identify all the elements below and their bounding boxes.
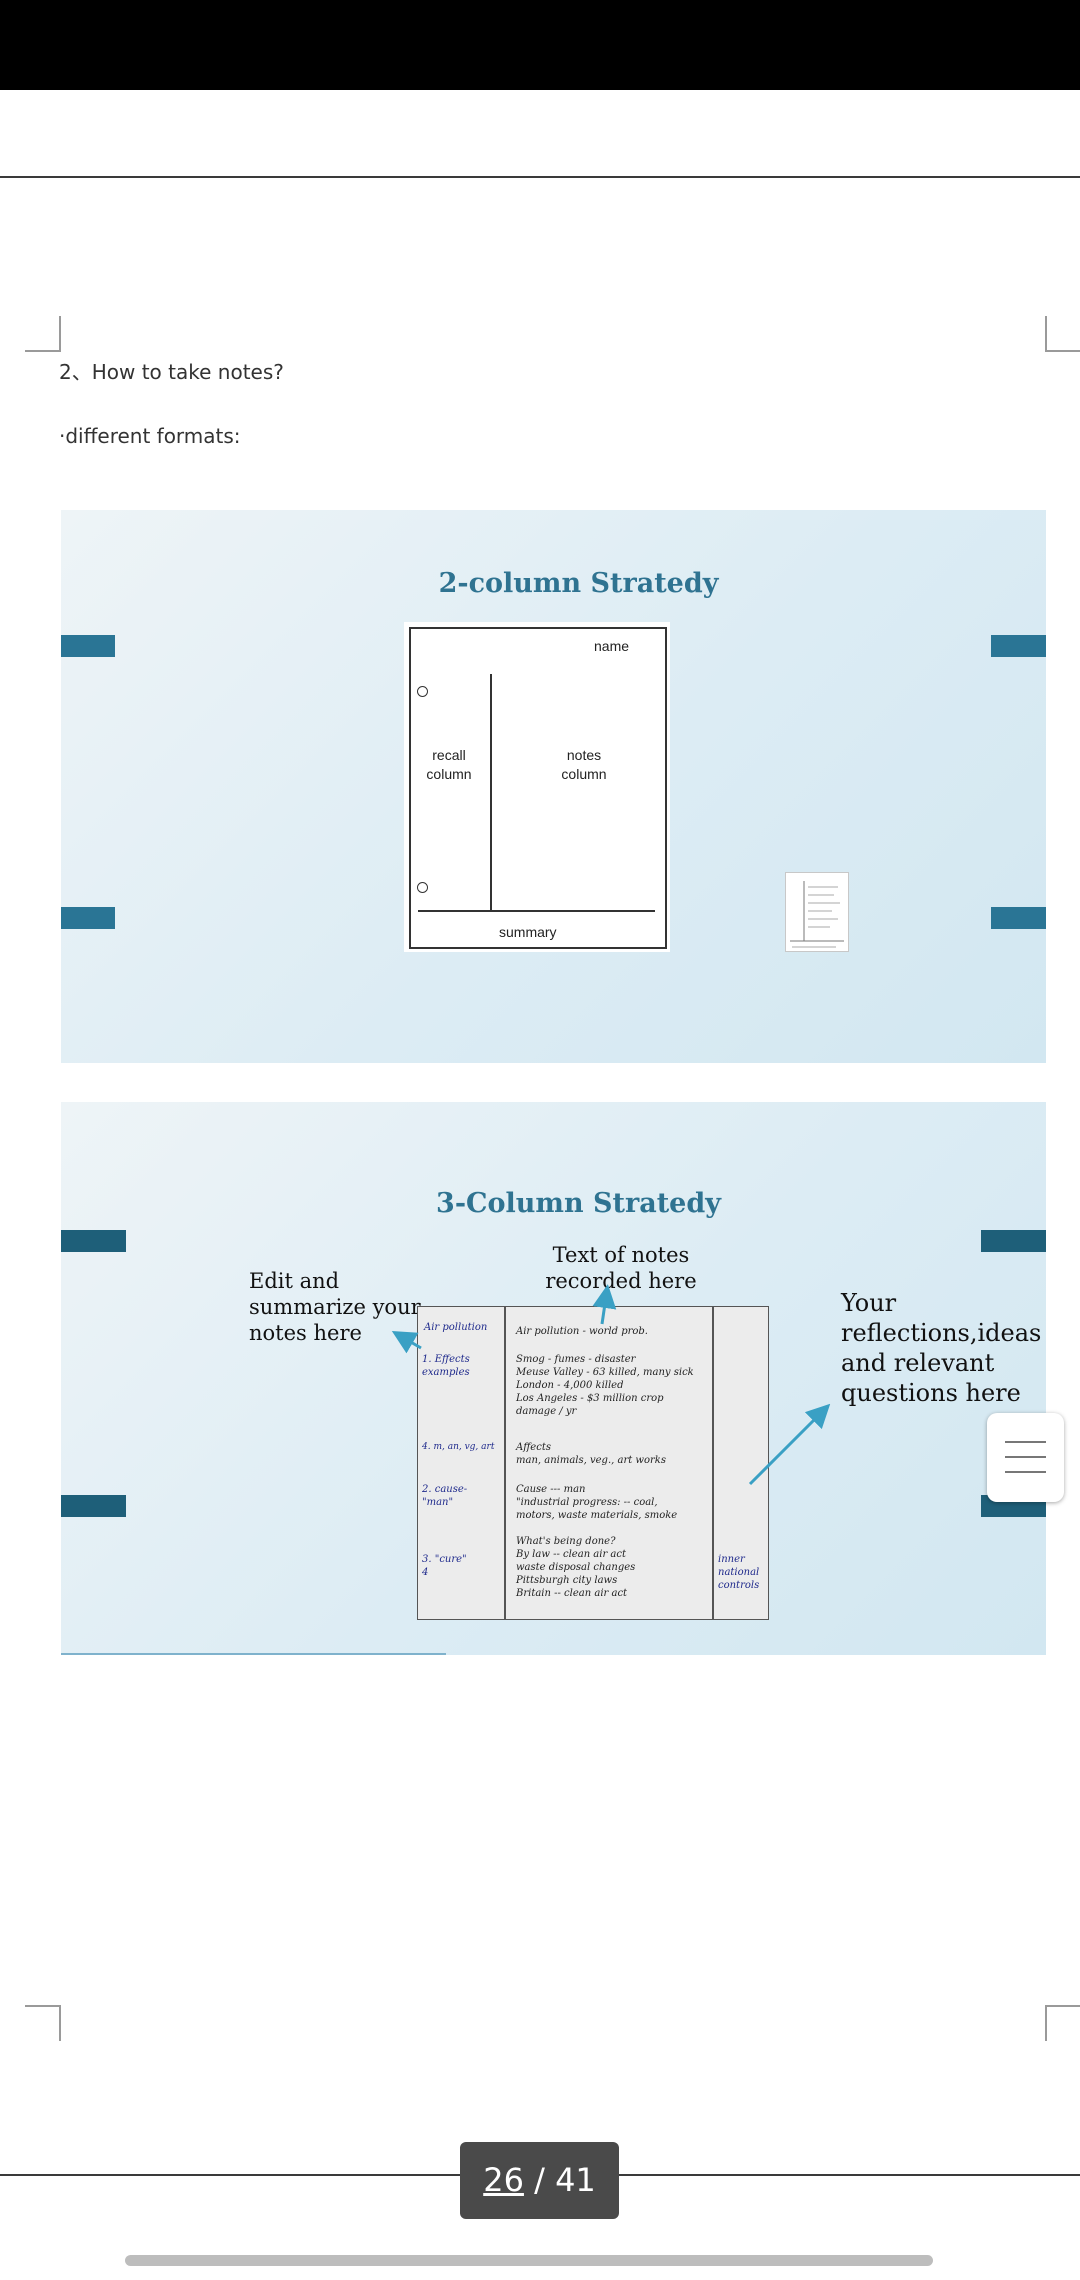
recall-column-divider xyxy=(490,674,492,910)
section-heading: 2、How to take notes? xyxy=(59,360,284,384)
slide-two-column-strategy: 2-column Stratedy name recall column not… xyxy=(61,510,1046,1063)
binder-hole-icon xyxy=(417,882,428,893)
recall-cell: 3. "cure" 4 xyxy=(422,1554,467,1578)
notes-sheet-divider-left xyxy=(504,1307,506,1619)
notes-cell: What's being done? By law -- clean air a… xyxy=(516,1536,636,1599)
note-sheet-thumbnail xyxy=(785,872,849,952)
notes-column-label: notes column xyxy=(534,746,634,784)
callout-notes-text: Text of notes recorded here xyxy=(545,1243,697,1293)
reader-top-divider xyxy=(0,176,1080,178)
diagram-frame xyxy=(409,627,667,949)
recall-column-label: recall column xyxy=(414,746,484,784)
hamburger-menu-icon xyxy=(1005,1471,1046,1473)
recall-label-line: column xyxy=(426,766,472,782)
slide-tab-right-lower xyxy=(991,907,1046,929)
three-column-notes-sheet: Air pollution 1. Effects examples 4. m, … xyxy=(417,1306,769,1620)
two-column-diagram: name recall column notes column summary xyxy=(404,622,670,952)
notes-label-line: notes xyxy=(566,747,602,763)
slide-title: 2-column Stratedy xyxy=(438,568,719,599)
callout-reflections: Your reflections,ideas and relevant ques… xyxy=(841,1289,1042,1407)
total-page-count: 41 xyxy=(555,2161,596,2199)
slide-tab-left-lower xyxy=(61,907,115,929)
slide-three-column-strategy: 3-Column Stratedy Edit and summarize you… xyxy=(61,1102,1046,1655)
reflection-cell: inner national controls xyxy=(718,1554,760,1591)
name-label: name xyxy=(594,638,630,654)
slide-title: 3-Column Stratedy xyxy=(436,1188,721,1219)
horizontal-scrollbar[interactable] xyxy=(125,2255,933,2266)
slide-tab-right-upper xyxy=(991,635,1046,657)
recall-cell: Air pollution xyxy=(424,1322,488,1333)
notes-cell: Cause --- man "industrial progress: -- c… xyxy=(516,1484,678,1521)
section-subheading: ·different formats: xyxy=(59,424,241,448)
recall-label-line: recall xyxy=(432,747,466,763)
recall-cell: 4. m, an, vg, art xyxy=(422,1442,495,1452)
summary-label: summary xyxy=(499,924,557,940)
page-corner-mark-bottom-right xyxy=(1045,2005,1080,2041)
callout-edit-summarize: Edit and summarize your notes here xyxy=(249,1269,421,1345)
page-indicator[interactable]: 26 / 41 xyxy=(460,2142,619,2219)
page-corner-mark-bottom-left xyxy=(25,2005,61,2041)
note-sheet-thumbnail-lines xyxy=(790,881,844,948)
slide-progress-line xyxy=(61,1653,446,1655)
recall-cell: 2. cause- "man" xyxy=(422,1484,468,1508)
notes-cell: Air pollution - world prob. xyxy=(516,1326,648,1337)
floating-menu-button[interactable] xyxy=(987,1413,1064,1502)
page-corner-mark-top-right xyxy=(1045,316,1080,352)
slide-tab-left-upper xyxy=(61,1230,126,1252)
arrow-to-notes-column xyxy=(592,1284,617,1325)
slide-tab-left-upper xyxy=(61,635,115,657)
page-corner-mark-top-left xyxy=(25,316,61,352)
slide-tab-right-upper xyxy=(981,1230,1046,1252)
summary-divider xyxy=(418,910,655,912)
notes-label-line: column xyxy=(561,766,607,782)
current-page-number[interactable]: 26 xyxy=(483,2161,524,2199)
page-separator: / xyxy=(523,2161,556,2199)
hamburger-menu-icon xyxy=(1005,1456,1046,1458)
status-bar xyxy=(0,0,1080,90)
notes-sheet-divider-right xyxy=(712,1307,714,1619)
hamburger-menu-icon xyxy=(1005,1441,1046,1443)
arrow-to-recall-column xyxy=(391,1330,422,1354)
binder-hole-icon xyxy=(417,686,428,697)
notes-cell: Smog - fumes - disaster Meuse Valley - 6… xyxy=(516,1354,694,1417)
callout-arrows xyxy=(391,1284,831,1486)
recall-cell: 1. Effects examples xyxy=(422,1354,470,1378)
slide-tab-left-lower xyxy=(61,1495,126,1517)
notes-cell: Affects man, animals, veg., art works xyxy=(516,1442,666,1466)
arrow-to-reflection-column xyxy=(748,1403,831,1486)
